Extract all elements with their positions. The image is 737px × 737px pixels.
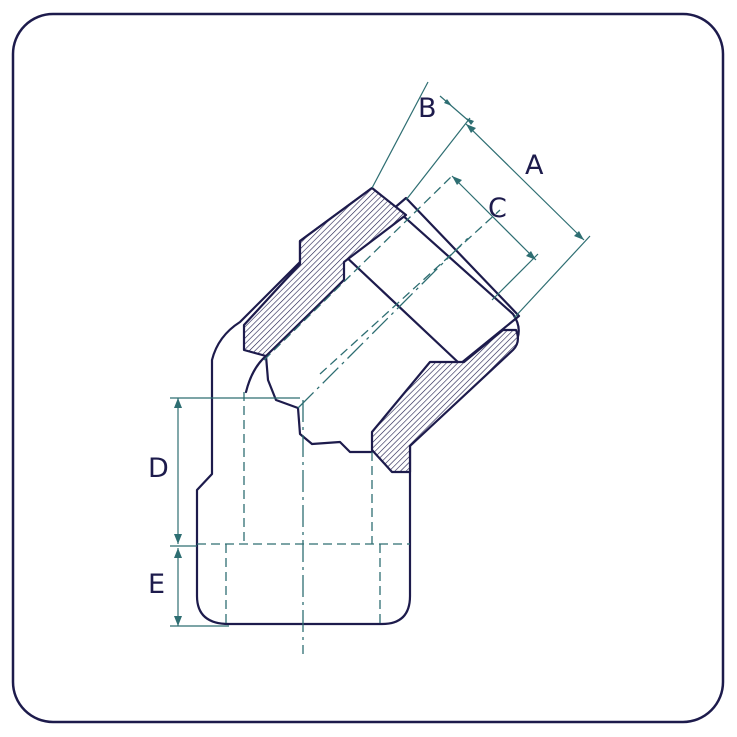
arrow-E-top [174, 548, 182, 558]
label-A: A [525, 150, 544, 181]
extension-line-C-outer [491, 253, 539, 301]
center-line-diagonal [297, 235, 471, 409]
hidden-socket-edge-1 [263, 175, 453, 361]
label-E: E [148, 569, 165, 600]
dimension-line-A [465, 123, 585, 241]
wall-section-right [370, 328, 520, 474]
extension-line-B [405, 117, 471, 201]
internal-cut-edge-mid [244, 354, 268, 394]
arrow-B-start [444, 99, 452, 106]
label-C: C [488, 193, 507, 224]
internal-cut-edge-left [264, 354, 374, 454]
arrow-B-end [466, 118, 474, 125]
label-B: B [418, 93, 437, 124]
arrow-E-bottom [174, 616, 182, 626]
dimension-line-C [451, 175, 537, 261]
extension-line-A-inner [371, 81, 429, 189]
extension-line-A-outer [513, 235, 591, 319]
hidden-socket-edge-2 [319, 209, 501, 375]
arrow-A-end [574, 231, 584, 240]
arrow-A-start [466, 124, 476, 133]
arrow-C-end [526, 251, 536, 260]
dimension-line-B [439, 95, 471, 123]
arrow-D-top [174, 398, 182, 408]
arrow-D-bottom [174, 534, 182, 544]
label-D: D [148, 453, 169, 484]
arrow-C-start [452, 176, 462, 185]
wall-section-left [242, 186, 408, 358]
drawing-frame [11, 12, 725, 724]
